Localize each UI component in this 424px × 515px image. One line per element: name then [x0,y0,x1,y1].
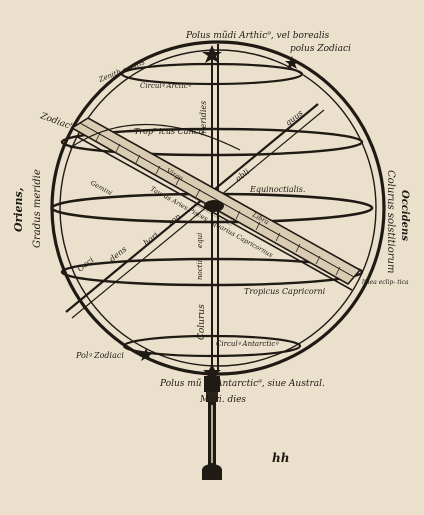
label-noctii: noctii [196,260,204,280]
label-colurus-solstitiorum: Colurus solstitiorum [385,170,396,273]
zodiac-band-lower [75,135,353,291]
zodiac-degree-ticks [95,132,341,276]
label-circulus-arcticus: Circulꝰ Arcticꝰ [140,82,192,90]
label-gradus-meridie: Gradus meridie [32,169,43,248]
zodiac-pole-star-bottom [139,348,153,361]
label-colurus: Colurus [197,304,207,340]
label-polus-borealis: Polus mũdi Arthic⁹, vel borealis [185,30,330,41]
label-meridies-top: meridies [199,101,208,136]
label-circulus-antarcticus: Circulꝰ Antarcticꝰ [216,340,279,348]
label-occidens: Occidens [399,190,410,241]
zodiac-pole-star-top [285,56,299,69]
earth-center [204,200,224,212]
horizon-obliquus [65,103,319,313]
north-pole-star [202,45,222,63]
label-oriens: Oriens, [12,187,25,232]
label-tropicus-capricorni: Tropicus Capricorni [244,287,326,296]
label-signature: hh [272,451,289,465]
zodiac-arc [69,123,241,151]
sphere-handle [202,376,222,480]
label-meri-dies: Meri. dies [199,395,246,405]
horizon-obliquus-inner [71,109,325,319]
label-equi: equi [196,233,204,248]
label-polus-zodiaci-bottom: Polꝰ Zodiaci [75,351,124,360]
label-polus-zodiaci-top: polus Zodiaci [290,44,351,54]
ecliptic-line [79,122,355,278]
label-equinoctialis: Equinoctialis. [249,185,305,194]
label-linea-ecliptica: linea eclip- tica [362,279,409,286]
label-polus-australis: Polus mũ di Antarctic⁹, siue Austral. [159,378,325,389]
label-tropicus-cancri: Trop⁹ icus Cancri [134,127,205,136]
